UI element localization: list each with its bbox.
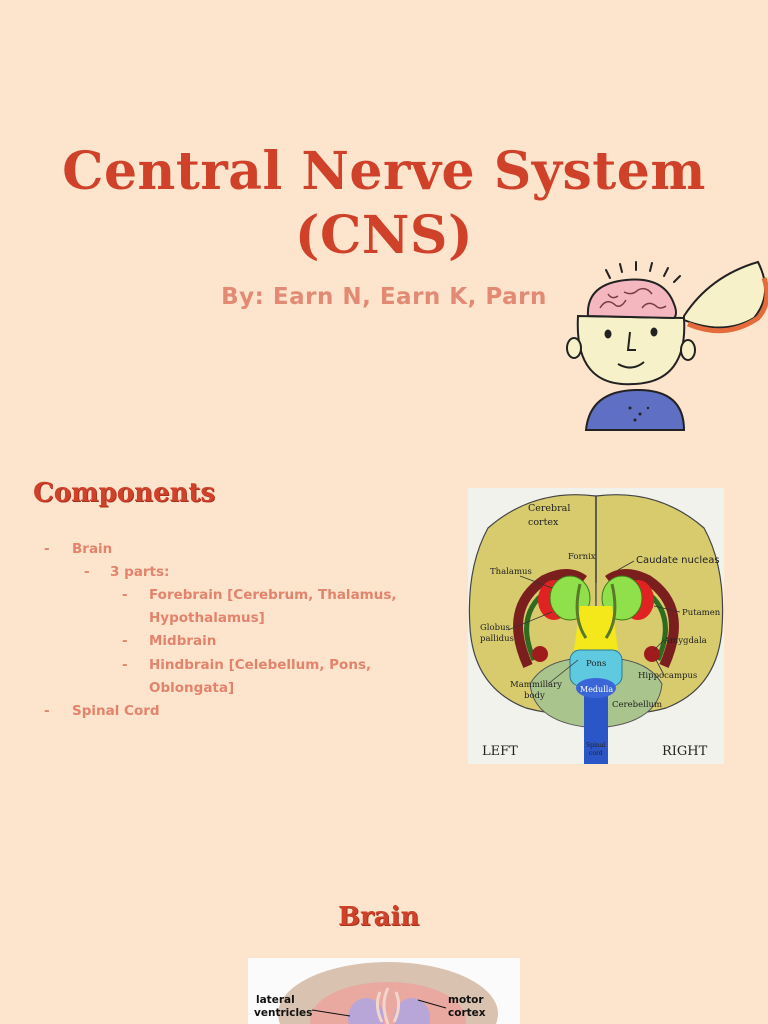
label-cerebral: Cerebral xyxy=(528,503,570,514)
label-caudate: Caudate nucleas xyxy=(636,555,720,566)
label-lateral: lateral xyxy=(256,994,295,1006)
label-amygdala: Amygdala xyxy=(663,636,707,646)
label-motor-cortex: cortex xyxy=(448,1007,486,1019)
list-item-label: Spinal Cord xyxy=(72,703,160,719)
label-left: LEFT xyxy=(482,744,518,759)
components-heading: Components xyxy=(33,478,216,508)
authors-subtitle: By: Earn N, Earn K, Parn xyxy=(221,284,547,310)
open-head-kid-illustration xyxy=(566,260,768,431)
brain-heading: Brain xyxy=(338,902,420,932)
list-item-label: 3 parts: xyxy=(110,564,170,580)
title-line-2: (CNS) xyxy=(294,205,474,266)
brain-cross-section-image: lateral ventricles motor cortex xyxy=(248,958,520,1024)
list-item-label: Hypothalamus] xyxy=(149,610,265,626)
label-fornix: Fornix xyxy=(568,552,596,562)
label-pons: Pons xyxy=(586,659,606,669)
label-right: RIGHT xyxy=(662,744,708,759)
label-cord: cord xyxy=(589,750,603,757)
label-globus: Globus xyxy=(480,623,510,633)
brain-anatomy-diagram: Cerebral cortex Fornix Caudate nucleas T… xyxy=(468,488,724,764)
list-item-label: Oblongata] xyxy=(149,680,235,696)
list-item-label: Brain xyxy=(72,541,113,557)
page-title: Central Nerve System (CNS) xyxy=(0,140,768,268)
label-putamen: Putamen xyxy=(682,608,721,618)
label-medulla: Medulla xyxy=(580,685,613,694)
label-motor: motor xyxy=(448,994,484,1006)
list-item-label: Hindbrain [Celebellum, Pons, xyxy=(149,657,372,673)
label-cortex: cortex xyxy=(528,517,559,528)
list-item-label: Forebrain [Cerebrum, Thalamus, xyxy=(149,587,397,603)
label-cerebellum: Cerebellum xyxy=(612,700,662,710)
list-item-label: Midbrain xyxy=(149,633,217,649)
label-pallidus: pallidus xyxy=(480,634,514,644)
label-hippocampus: Hippocampus xyxy=(638,671,697,681)
label-spinal: Spinal xyxy=(586,742,605,749)
title-line-1: Central Nerve System xyxy=(62,141,706,202)
label-thalamus: Thalamus xyxy=(490,567,532,577)
label-mammillary: Mammillary xyxy=(510,680,562,690)
label-body: body xyxy=(524,691,545,701)
label-ventricles: ventricles xyxy=(254,1007,312,1019)
